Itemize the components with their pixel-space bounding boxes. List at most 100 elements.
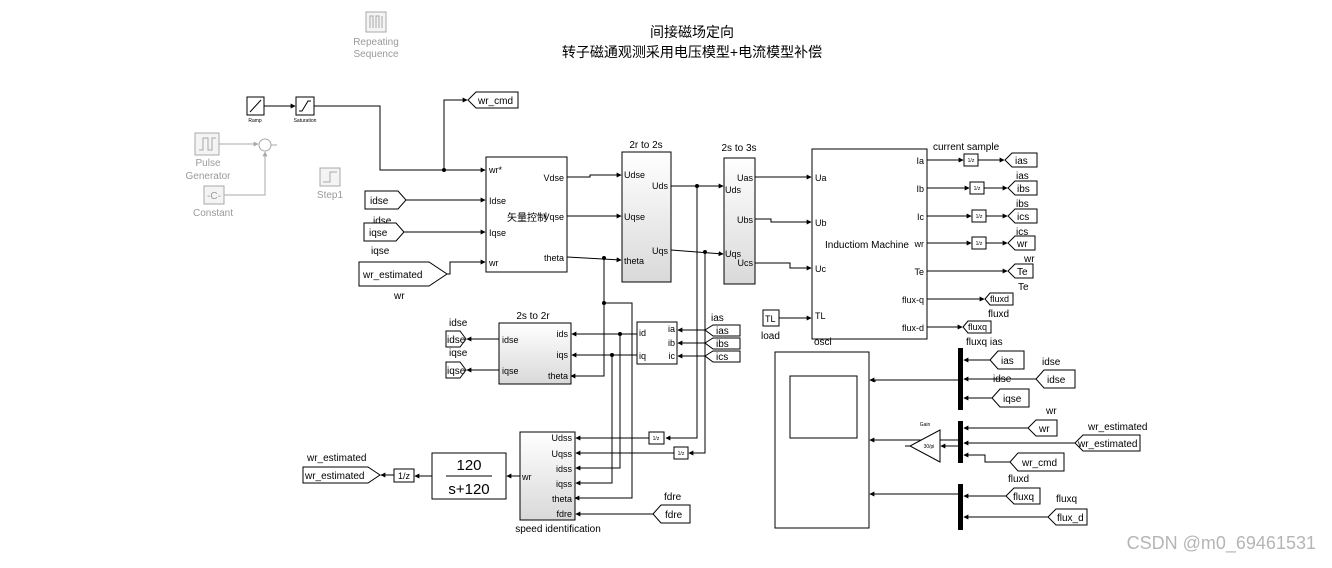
sum-block[interactable] (258, 138, 272, 152)
from-ibs[interactable]: ibs (704, 337, 741, 350)
gain-value: 30/pi (924, 444, 935, 450)
ibs-label: ibs (1016, 199, 1029, 210)
mux-3[interactable] (958, 484, 963, 530)
goto-wr-estimated-label: wr_estimated (304, 471, 364, 482)
s2r-in-ids: ids (556, 329, 568, 339)
vector-control-block[interactable]: 矢量控制 wr* Idse Iqse wr Vdse Vqse theta (485, 156, 568, 273)
title-line2: 转子磁通观测采用电压模型+电流模型补偿 (562, 44, 822, 60)
idse-label: idse (373, 216, 392, 227)
im-out-fluxd: flux-d (902, 323, 924, 333)
svg-text:1/z: 1/z (976, 241, 983, 247)
from-scope-idse-label: idse (1047, 375, 1066, 386)
s2r-block[interactable]: ids iqs theta idse iqse (498, 322, 572, 385)
goto-wr-estimated[interactable]: wr_estimated (302, 466, 381, 484)
goto-ics-label: ics (1017, 212, 1029, 223)
scope-block[interactable] (774, 351, 870, 529)
goto-iqse[interactable]: iqse (445, 361, 467, 379)
from-fdre[interactable]: fdre (652, 504, 691, 524)
pulse-generator-block[interactable]: Pulse Generator (185, 132, 231, 182)
svg-text:1/z: 1/z (678, 451, 685, 457)
osci-label: osci (814, 337, 832, 348)
sid-in-udss: Udss (551, 433, 572, 443)
ramp-block[interactable]: Ramp (246, 96, 265, 124)
mux-1[interactable] (958, 348, 963, 410)
from-scope-iqse-label: iqse (1003, 394, 1022, 405)
goto-ics[interactable]: ics (1007, 208, 1038, 224)
sid-in-idss: idss (556, 464, 573, 474)
fluxq-ias-label: fluxq ias (966, 337, 1003, 348)
load-label: load (761, 331, 780, 342)
repeating-sequence-label1: Repeating (353, 37, 399, 48)
goto-te[interactable]: Te (1007, 263, 1034, 279)
vc-in-wr: wr (488, 258, 499, 268)
fluxd-label: fluxd (988, 309, 1009, 320)
from-idse[interactable]: idse (364, 190, 407, 210)
constant-block[interactable]: -C- Constant (193, 185, 233, 219)
r2s-in-uqse: Uqse (624, 212, 645, 222)
sid-in-theta: theta (552, 494, 572, 504)
abc-out-id: id (639, 328, 646, 338)
abc-ias-label: ias (711, 313, 724, 324)
goto-fluxq-label: fluxq (968, 322, 987, 332)
im-out-wr: wr (914, 239, 925, 249)
goto-wr[interactable]: wr (1007, 235, 1036, 251)
from-scope-flux-d[interactable]: flux_d (1047, 508, 1088, 526)
from-wr-estimated[interactable]: wr_estimated (358, 261, 448, 287)
s2s3-title: 2s to 3s (721, 143, 756, 154)
speed-identification-block[interactable]: Udss Uqss idss iqss theta fdre wr (519, 431, 576, 521)
induction-machine-block[interactable]: Inductiom Machine Ua Ub Uc TL Ia Ib Ic w… (811, 148, 928, 340)
s2r-in-iqs: iqs (556, 350, 568, 360)
gain-block[interactable]: 30/pi (908, 429, 941, 463)
s2s3-in-uqs: Uqs (725, 249, 742, 259)
goto-fluxd[interactable]: fluxd (984, 292, 1014, 306)
repeating-sequence-label2: Sequence (353, 49, 398, 60)
from-scope-wr-cmd[interactable]: wr_cmd (1009, 452, 1065, 472)
vc-in-iqse: Iqse (489, 228, 506, 238)
im-in-uc: Uc (815, 264, 826, 274)
from-scope-idse[interactable]: idse (1035, 369, 1076, 389)
from-scope-ias[interactable]: ias (989, 350, 1025, 370)
from-scope-fluxq[interactable]: fluxq (1005, 487, 1041, 505)
from-fdre-label: fdre (665, 510, 683, 521)
from-scope-wr-estimated[interactable]: wr_estimated (1074, 434, 1141, 452)
scope-idse-label: idse (1042, 357, 1061, 368)
goto-wr-label: wr (1016, 239, 1028, 250)
r2s-out-uqs: Uqs (652, 246, 669, 256)
scope-wr-label: wr (1045, 406, 1057, 417)
abc-to-dq-block[interactable]: id iq ia ib ic (636, 321, 678, 365)
from-idse-label: idse (370, 196, 389, 207)
from-ias[interactable]: ias (704, 324, 741, 337)
repeating-sequence-block[interactable]: Repeating Sequence (353, 11, 399, 60)
goto-ias[interactable]: ias (1004, 152, 1038, 168)
svg-text:1/z: 1/z (976, 214, 983, 220)
goto-ibs[interactable]: ibs (1007, 180, 1038, 196)
s2r-out-iqse: iqse (502, 366, 519, 376)
goto-fluxq[interactable]: fluxq (962, 320, 992, 334)
mux-2[interactable] (958, 421, 963, 463)
s2r-out-idse: idse (502, 335, 519, 345)
saturation-block[interactable]: Saturation (294, 96, 317, 124)
im-in-tl: TL (815, 311, 826, 321)
r2s-block[interactable]: Udse Uqse theta Uds Uqs (621, 151, 672, 283)
r2s-in-udse: Udse (624, 170, 645, 180)
from-scope-iqse[interactable]: iqse (991, 388, 1030, 408)
from-scope-wr[interactable]: wr (1027, 419, 1058, 437)
abc-out-iq: iq (639, 351, 646, 361)
goto-idse[interactable]: idse (445, 330, 467, 348)
speed-id-title: speed identification (515, 524, 601, 535)
ramp-label: Ramp (248, 118, 262, 124)
step-block[interactable]: Step1 (317, 167, 344, 201)
s2s3-block[interactable]: Uds Uqs Uas Ubs Ucs (723, 157, 756, 285)
from-iqse[interactable]: iqse (363, 222, 405, 242)
wr-estimated-label: wr_estimated (306, 453, 366, 464)
s2s3-out-ubs: Ubs (737, 215, 754, 225)
transfer-function-block[interactable]: 120 s+120 (431, 452, 507, 500)
im-out-ia: Ia (916, 156, 924, 166)
goto-wr-cmd[interactable]: wr_cmd (467, 91, 519, 109)
goto-te-label: Te (1017, 267, 1028, 278)
from-tl[interactable]: TL (762, 309, 780, 327)
from-ics[interactable]: ics (704, 350, 741, 363)
tf-denominator: s+120 (448, 481, 489, 498)
vc-out-vqse: Vqse (543, 212, 564, 222)
im-title: Inductiom Machine (825, 240, 909, 251)
